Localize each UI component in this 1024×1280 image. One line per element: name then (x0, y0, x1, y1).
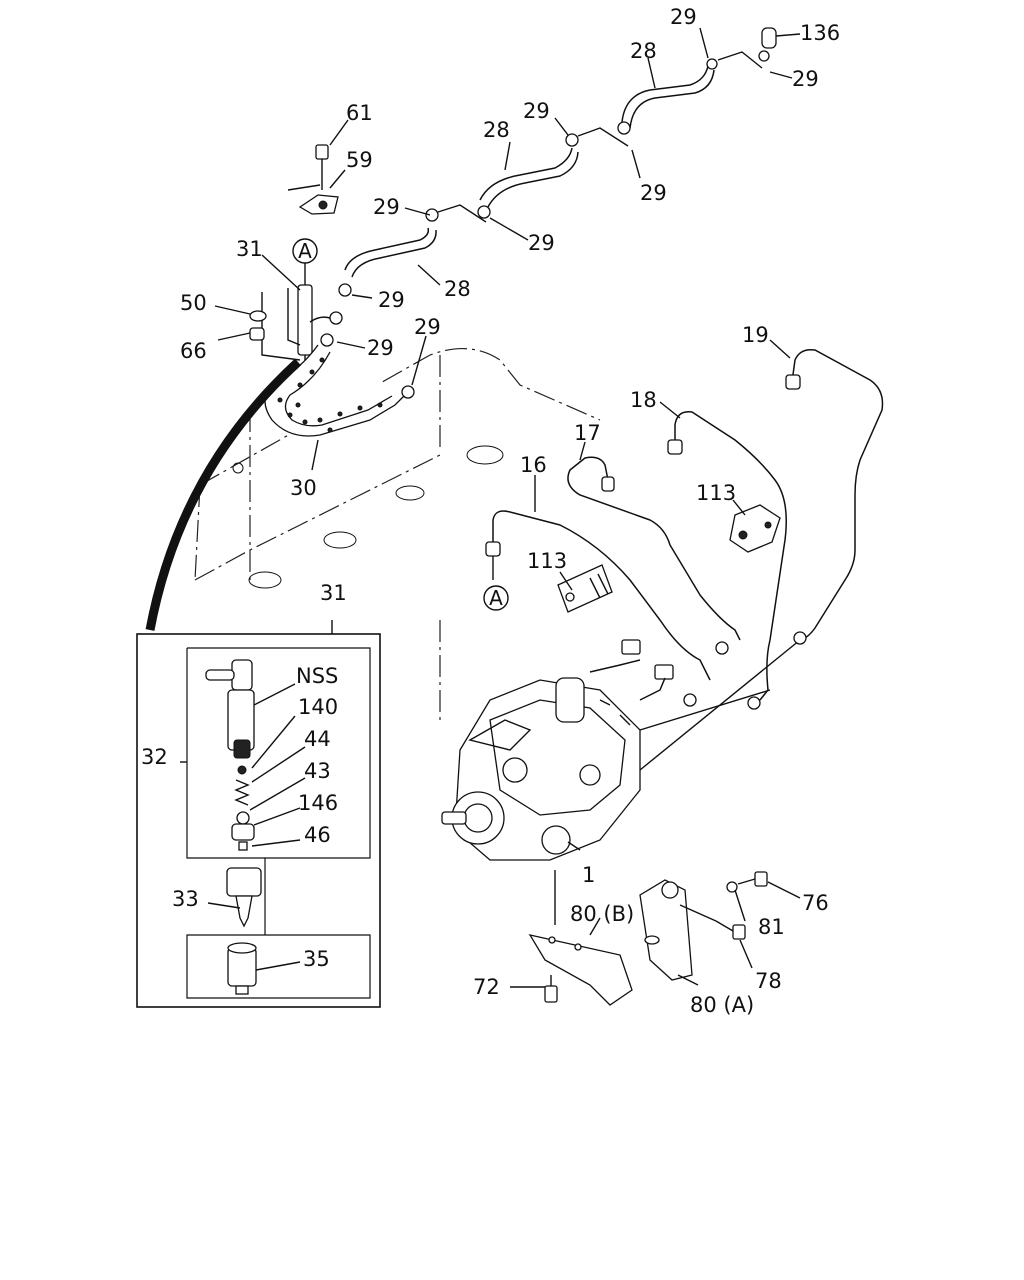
injection-pipe-17 (567, 456, 741, 641)
callout-76: 76 (802, 891, 829, 915)
leak-off-pipe-30 (264, 344, 415, 437)
callout-19: 19 (742, 323, 769, 347)
marker-a-top-label: A (298, 239, 312, 263)
callout-18: 18 (630, 388, 657, 412)
engine-head-outline (194, 347, 601, 720)
reference-marker-a-top: A (292, 238, 318, 264)
detail-box-32 (136, 620, 381, 1008)
callout-30: 30 (290, 476, 317, 500)
callout-113-right: 113 (696, 481, 736, 505)
callout-17: 17 (574, 421, 601, 445)
callout-46: 46 (304, 823, 331, 847)
detail-pointer-line (145, 358, 302, 631)
callout-1: 1 (582, 863, 595, 887)
callout-50: 50 (180, 291, 207, 315)
callout-31-top: 31 (236, 237, 263, 261)
callout-16: 16 (520, 453, 547, 477)
callout-80a: 80 (A) (690, 993, 754, 1017)
callout-113-left: 113 (527, 549, 567, 573)
callout-29-top-right: 29 (792, 67, 819, 91)
callout-33: 33 (172, 887, 199, 911)
callout-61: 61 (346, 101, 373, 125)
callout-146: 146 (298, 791, 338, 815)
callout-29-hose-b: 29 (414, 315, 441, 339)
callout-32: 32 (141, 745, 168, 769)
clamp-bracket-59 (287, 144, 339, 215)
callout-59: 59 (346, 148, 373, 172)
callout-43: 43 (304, 759, 331, 783)
callout-29-upper-right: 29 (528, 231, 555, 255)
callout-78: 78 (755, 969, 782, 993)
callout-28-mid: 28 (483, 118, 510, 142)
callout-29-hose-c: 29 (367, 336, 394, 360)
pipe-clamp-113-right (729, 504, 781, 553)
callout-29-top: 29 (670, 5, 697, 29)
bolts-76-81-78-72 (544, 871, 768, 1003)
callout-81: 81 (758, 915, 785, 939)
marker-a-lower-label: A (489, 586, 503, 610)
overflow-hose-lower (320, 204, 491, 347)
overflow-hose-mid (479, 121, 631, 208)
callout-35: 35 (303, 947, 330, 971)
injection-pump-1 (441, 631, 807, 925)
injection-pipe-19 (785, 348, 884, 641)
callout-29-hose-a: 29 (378, 288, 405, 312)
reference-marker-a-lower: A (483, 585, 509, 611)
callout-31-box: 31 (320, 581, 347, 605)
pipe-clamp-113-left (557, 564, 613, 613)
callout-66: 66 (180, 339, 207, 363)
callout-nss: NSS (296, 664, 338, 688)
callout-28-top: 28 (630, 39, 657, 63)
callout-80b: 80 (B) (570, 902, 634, 926)
callout-72: 72 (473, 975, 500, 999)
callout-29-mid-right: 29 (640, 181, 667, 205)
bracket-80b (528, 934, 633, 1006)
callout-labels: 29 136 28 29 29 28 29 61 59 29 29 31 28 … (141, 5, 840, 1017)
leader-lines (214, 27, 801, 988)
injection-pipe-16 (485, 510, 711, 681)
callout-28-lower: 28 (444, 277, 471, 301)
callout-29-upper-left: 29 (373, 195, 400, 219)
callout-44: 44 (304, 727, 331, 751)
callout-136: 136 (800, 21, 840, 45)
injection-pipe-18 (667, 411, 787, 701)
bracket-80a (639, 879, 693, 981)
callout-140: 140 (298, 695, 338, 719)
overflow-hose-top (621, 27, 801, 129)
callout-29-mid-left: 29 (523, 99, 550, 123)
